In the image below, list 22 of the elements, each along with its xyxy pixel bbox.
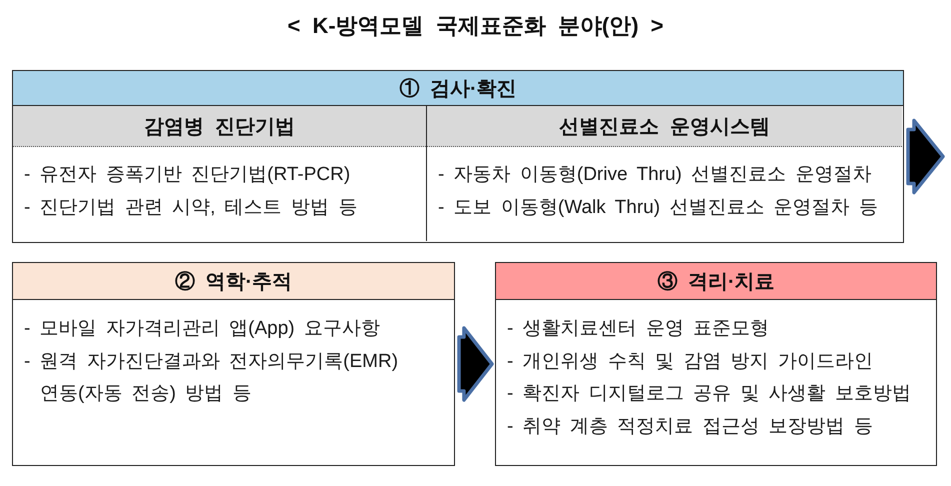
section-panel <box>495 262 937 466</box>
bullet-item: - 도보 이동형(Walk Thru) 선별진료소 운영절차 등 <box>438 196 878 220</box>
section-panel <box>12 262 455 466</box>
bullet-item: - 유전자 증폭기반 진단기법(RT-PCR) <box>24 163 350 187</box>
bullet-item: - 생활치료센터 운영 표준모형 <box>507 317 770 341</box>
block-arrow <box>906 118 945 194</box>
block-arrow <box>457 326 494 402</box>
bullet-item: - 취약 계층 적정치료 접근성 보장방법 등 <box>507 414 873 438</box>
column-heading: 선별진료소 운영시스템 <box>427 106 902 147</box>
section-heading: ② 역학·추적 <box>13 263 454 300</box>
column-heading: 감염병 진단기법 <box>13 106 426 147</box>
bullet-item: - 개인위생 수칙 및 감염 방지 가이드라인 <box>507 350 873 374</box>
bullet-item: - 자동차 이동형(Drive Thru) 선별진료소 운영절차 <box>438 163 872 187</box>
diagram-title: < K-방역모델 국제표준화 분야(안) > <box>288 12 664 40</box>
section-heading: ① 검사·확진 <box>13 71 903 106</box>
bullet-item: - 원격 자가진단결과와 전자의무기록(EMR) 연동(자동 전송) 방법 등 <box>24 350 400 406</box>
section-panel <box>12 70 904 243</box>
bullet-item: - 모바일 자가격리관리 앱(App) 요구사항 <box>24 317 380 341</box>
bullet-item: - 진단기법 관련 시약, 테스트 방법 등 <box>24 196 358 220</box>
column-panel <box>426 106 902 241</box>
bullet-item: - 확진자 디지털로그 공유 및 사생활 보호방법 <box>507 382 911 406</box>
section-heading: ③ 격리·치료 <box>496 263 936 300</box>
